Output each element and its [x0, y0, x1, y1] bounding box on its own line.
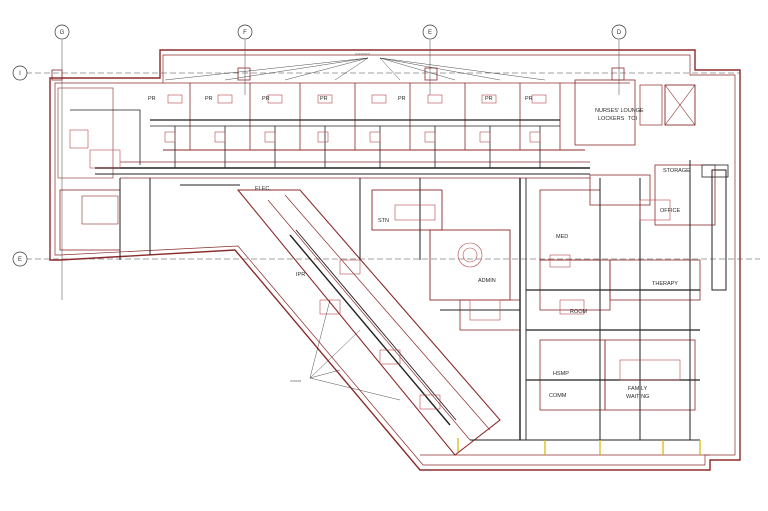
room-label-room: ROOM	[570, 309, 588, 315]
grid-label-d: D	[617, 30, 622, 36]
room-label-ipr: IPR	[296, 272, 305, 278]
top-note-mark: ▭▭▭▭	[355, 51, 370, 56]
grid-label-e: E	[428, 30, 432, 36]
room-label-storage: STORAGE	[663, 168, 690, 174]
room-label-pr-1: PR	[205, 96, 213, 102]
grid-label-f: F	[243, 30, 247, 36]
wing-note-mark: ▭▭▭	[290, 378, 302, 383]
room-label-elec: ELEC.	[255, 186, 271, 192]
room-label-pr-7: PR	[148, 96, 156, 102]
grid-lines	[26, 40, 760, 300]
grid-bubble-g: G	[54, 24, 70, 40]
room-label-admin: ADMIN	[478, 278, 496, 284]
room-label-hsmp: HSMP	[553, 371, 569, 377]
room-label-nurses-lounge: NURSES' LOUNGE	[595, 108, 644, 114]
grid-bubble-d: D	[611, 24, 627, 40]
room-labels: PR PR PR PR PR PR PR NURSES' LOUNGE LOCK…	[148, 96, 690, 400]
room-label-pr-4: PR	[398, 96, 406, 102]
grid-label-e-row: E	[18, 257, 22, 263]
grid-bubble-e-row: E	[12, 251, 28, 267]
room-label-family: FAMILY	[628, 386, 647, 392]
grid-label-g: G	[60, 30, 65, 36]
grid-bubble-f: F	[237, 24, 253, 40]
highlight-markers	[457, 438, 701, 455]
room-label-pr-3: PR	[320, 96, 328, 102]
building-walls	[49, 49, 741, 471]
room-label-comm: COMM	[549, 393, 567, 399]
room-label-pr-5: PR	[485, 96, 493, 102]
grid-label-i: I	[19, 71, 21, 77]
room-label-pr-6: PR	[525, 96, 533, 102]
equipment	[69, 94, 681, 410]
room-label-stn: STN	[378, 218, 389, 224]
room-label-pr-2: PR	[262, 96, 270, 102]
room-label-lockers: LOCKERS	[598, 116, 625, 122]
note-leaders: ▭▭▭▭ ▭▭▭	[164, 51, 546, 401]
room-label-med: MED	[556, 234, 568, 240]
room-label-waiting: WAITING	[626, 394, 649, 400]
room-label-office: OFFICE	[660, 208, 680, 214]
ductwork	[70, 109, 729, 441]
room-label-toilet: TOI	[628, 116, 638, 122]
room-label-therapy: THERAPY	[652, 281, 678, 287]
grid-bubble-i: I	[12, 65, 28, 81]
grid-bubble-e: E	[422, 24, 438, 40]
